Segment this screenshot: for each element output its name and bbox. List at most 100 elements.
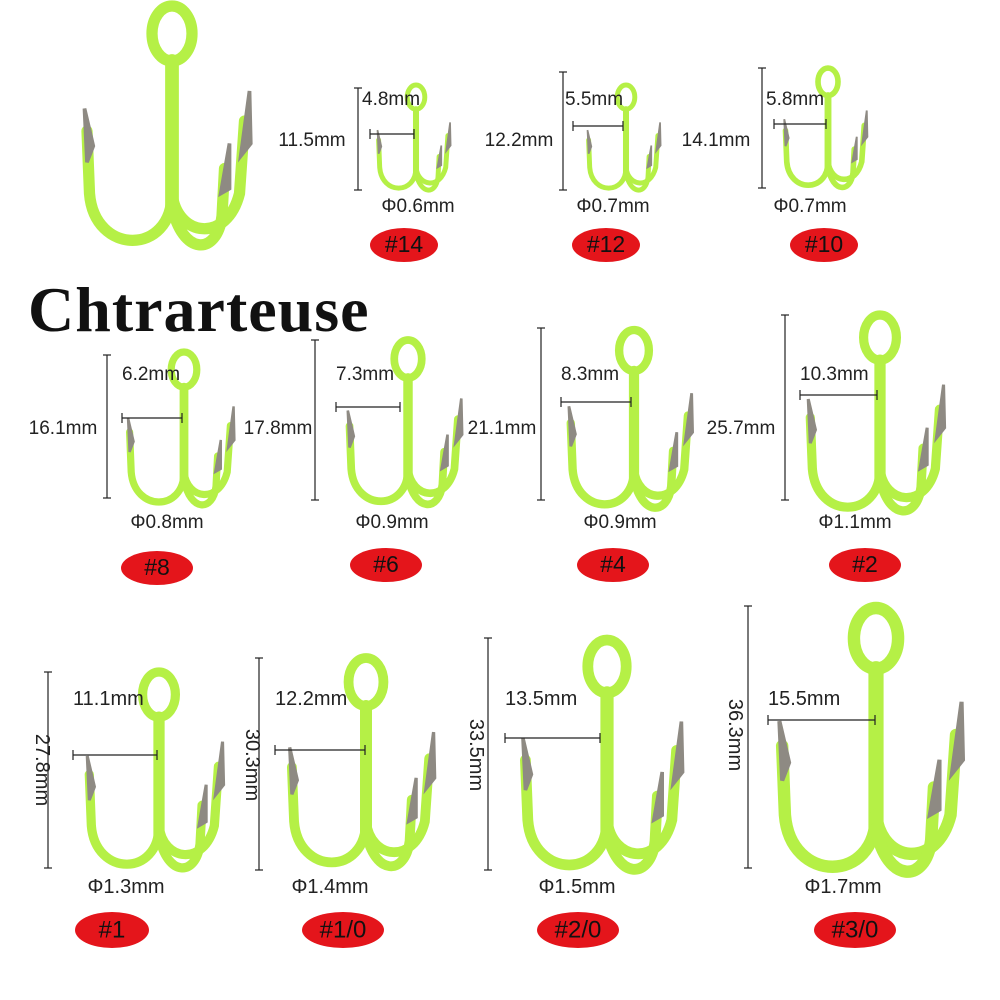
hook-illustration bbox=[519, 634, 685, 875]
hook-point-right bbox=[423, 731, 437, 795]
hero-hook bbox=[81, 0, 253, 251]
wire-diameter-label: Φ0.9mm bbox=[583, 512, 656, 533]
hook-point-middle bbox=[851, 136, 858, 164]
hook-point-middle bbox=[651, 771, 665, 824]
hook-bend-middle bbox=[875, 443, 928, 516]
hook-point-middle bbox=[917, 427, 929, 472]
wire-diameter-label: Φ0.9mm bbox=[355, 512, 428, 533]
hook-bend-left bbox=[805, 412, 885, 512]
hook-bend-middle bbox=[825, 146, 858, 191]
hook-eye bbox=[847, 601, 905, 675]
hook-bend-middle bbox=[166, 162, 231, 251]
hook-bend-right bbox=[601, 745, 683, 860]
hook-eye bbox=[614, 325, 654, 376]
hook-point-left bbox=[288, 747, 300, 795]
length-label: 16.1mm bbox=[29, 418, 98, 439]
length-label: 12.2mm bbox=[485, 130, 554, 151]
hook-bend-left bbox=[376, 137, 419, 191]
length-label: 30.3mm bbox=[241, 729, 263, 801]
size-badge bbox=[370, 228, 438, 262]
hook-point-left bbox=[376, 129, 383, 155]
brand-title: Chtrarteuse bbox=[28, 274, 370, 345]
hook-bend-left bbox=[519, 754, 613, 871]
hook-illustration bbox=[345, 336, 464, 509]
hook-eye bbox=[390, 336, 426, 382]
hook-bend-right bbox=[875, 404, 945, 503]
gap-label: 5.8mm bbox=[766, 89, 824, 110]
hook-bend-middle bbox=[404, 447, 448, 509]
hook-bend-middle bbox=[413, 154, 442, 193]
size-badge bbox=[537, 912, 619, 948]
hook-point-right bbox=[655, 122, 662, 154]
hook-point-middle bbox=[406, 777, 418, 825]
hook-bend-left bbox=[586, 137, 629, 191]
hook-bend-middle bbox=[623, 154, 652, 193]
hook-eye bbox=[343, 653, 389, 711]
hook-point-left bbox=[82, 108, 96, 163]
hook-point-middle bbox=[646, 145, 653, 170]
hook-bend-right bbox=[166, 115, 251, 235]
wire-diameter-label: Φ1.1mm bbox=[818, 512, 891, 533]
hook-bend-left bbox=[125, 428, 188, 506]
size-badge bbox=[121, 551, 193, 585]
hook-bend-left bbox=[782, 127, 831, 188]
hook-illustration bbox=[286, 653, 437, 872]
hook-bend-right bbox=[361, 753, 435, 858]
size-badge-label: #1/0 bbox=[320, 917, 367, 944]
hook-illustration bbox=[84, 667, 226, 873]
hook-bend-middle bbox=[601, 790, 663, 875]
size-badge-label: #3/0 bbox=[832, 917, 879, 944]
gap-label: 8.3mm bbox=[561, 364, 619, 385]
wire-diameter-label: Φ0.6mm bbox=[381, 196, 454, 217]
hook-illustration bbox=[125, 348, 236, 509]
hook-illustration bbox=[376, 82, 452, 193]
gap-label: 7.3mm bbox=[336, 364, 394, 385]
hook-bend-middle bbox=[180, 452, 222, 509]
length-label: 25.7mm bbox=[707, 418, 776, 439]
hook-point-left bbox=[126, 417, 135, 453]
length-label: 21.1mm bbox=[468, 418, 537, 439]
hook-point-right bbox=[860, 110, 869, 147]
gap-label: 10.3mm bbox=[800, 364, 869, 385]
hook-point-left bbox=[586, 129, 593, 155]
gap-label: 5.5mm bbox=[565, 89, 623, 110]
hook-point-right bbox=[934, 384, 947, 444]
size-badge bbox=[790, 228, 858, 262]
size-badge bbox=[350, 548, 422, 582]
hook-bend-right bbox=[154, 761, 224, 860]
hook-point-middle bbox=[439, 434, 449, 472]
hook-point-right bbox=[948, 701, 966, 781]
hook-point-right bbox=[453, 398, 464, 448]
hook-bend-middle bbox=[869, 781, 941, 878]
hook-bend-left bbox=[286, 762, 371, 868]
size-badge-label: #6 bbox=[373, 551, 399, 577]
hook-illustration bbox=[566, 325, 694, 512]
hook-point-middle bbox=[927, 759, 942, 819]
hook-point-middle bbox=[213, 439, 223, 475]
hook-point-middle bbox=[436, 145, 443, 170]
size-badge bbox=[302, 912, 384, 948]
size-badge-label: #10 bbox=[805, 231, 843, 257]
length-label: 36.3mm bbox=[724, 699, 746, 771]
hook-point-left bbox=[777, 720, 792, 782]
length-label: 14.1mm bbox=[682, 130, 751, 151]
length-label: 11.5mm bbox=[278, 130, 345, 151]
hook-point-right bbox=[226, 406, 236, 453]
wire-diameter-label: Φ0.7mm bbox=[773, 196, 846, 217]
gap-label: 11.1mm bbox=[73, 688, 144, 710]
hook-bend-middle bbox=[361, 794, 417, 872]
hook-bend-left bbox=[84, 769, 164, 869]
hook-bend-left bbox=[345, 422, 412, 506]
length-label: 17.8mm bbox=[244, 418, 313, 439]
hook-point-left bbox=[567, 405, 577, 447]
size-badge-label: #2/0 bbox=[555, 917, 602, 944]
size-badge-label: #8 bbox=[144, 554, 170, 580]
hook-bend-left bbox=[81, 125, 178, 246]
